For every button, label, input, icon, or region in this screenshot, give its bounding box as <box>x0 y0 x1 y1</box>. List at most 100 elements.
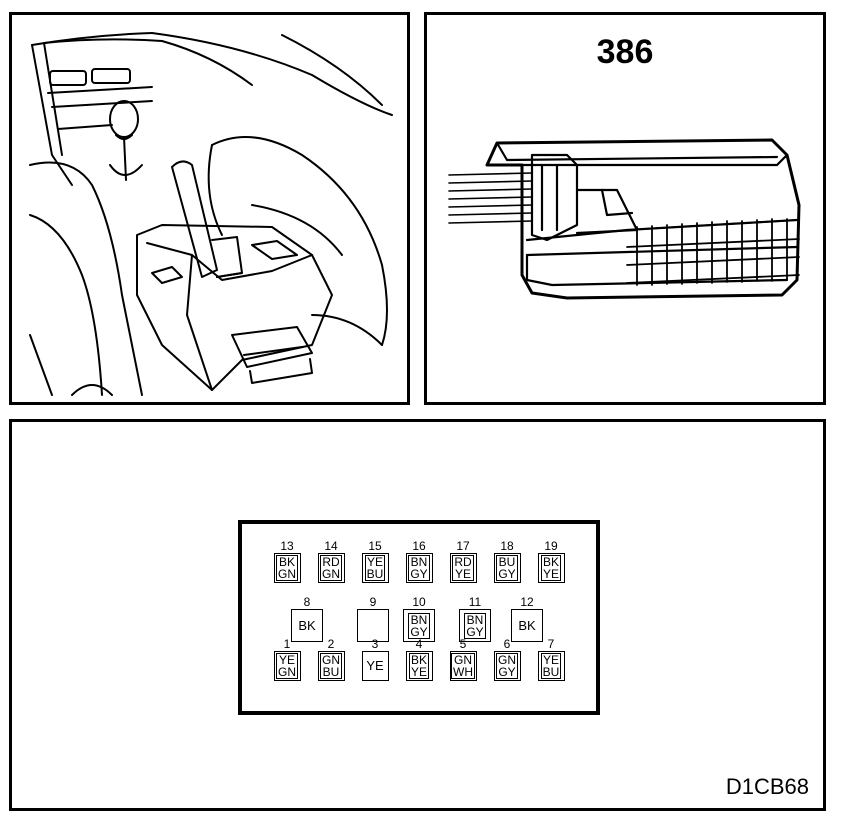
pin-cavity: BK <box>511 609 543 642</box>
wire-color: GN <box>278 665 296 679</box>
wire-color: BU <box>498 555 516 569</box>
wire-color: BN <box>410 555 428 569</box>
pin-number: 14 <box>324 539 338 553</box>
pin-number: 4 <box>415 637 423 651</box>
component-number: 386 <box>596 33 654 71</box>
pin-number: 10 <box>412 595 426 609</box>
wire-color: GY <box>410 567 428 581</box>
pin-cavity <box>357 609 389 642</box>
pin-number: 19 <box>544 539 558 553</box>
pin-number: 2 <box>327 637 335 651</box>
wire-color: GY <box>410 624 428 639</box>
pin-number: 3 <box>371 637 379 651</box>
pin-number: 13 <box>280 539 294 553</box>
wire-color-code: BK <box>517 617 537 633</box>
wire-color: GN <box>322 567 340 581</box>
pin-number: 11 <box>468 595 482 609</box>
pin-number: 16 <box>412 539 426 553</box>
pin-cavity: YE <box>361 651 389 681</box>
wire-color: BK <box>298 617 316 633</box>
wire-color: YE <box>542 567 559 581</box>
connector-view-panel: 386 <box>424 12 826 405</box>
pin-number: 5 <box>459 637 467 651</box>
wire-color: YE <box>278 653 295 667</box>
wire-color: BU <box>542 665 560 679</box>
pin-cavity: BK <box>291 609 323 642</box>
location-view-panel <box>9 12 410 405</box>
wire-color: BK <box>542 555 559 569</box>
wire-color: BK <box>278 555 295 569</box>
wire-color: BN <box>410 612 428 627</box>
wire-color: GY <box>498 567 516 581</box>
wire-color: RD <box>454 555 472 569</box>
wire-bundle <box>448 172 533 224</box>
pin-number: 12 <box>520 595 534 609</box>
wire-color: GN <box>322 653 340 667</box>
wire-color: YE <box>410 665 427 679</box>
pin-number: 17 <box>456 539 470 553</box>
wire-color: YE <box>366 555 383 569</box>
wire-color: WH <box>453 665 473 679</box>
wire-color: BK <box>410 653 427 667</box>
center-console-illustration <box>29 32 393 396</box>
wire-color-code: BK <box>297 617 317 633</box>
wire-color: YE <box>542 653 559 667</box>
wire-color-code: YE <box>365 658 385 673</box>
wire-color: GY <box>498 665 516 679</box>
connector-pin-9: 9 <box>356 596 390 642</box>
wire-color: BN <box>466 612 484 627</box>
connector-386-illustration <box>448 138 801 300</box>
pin-number: 9 <box>369 595 377 609</box>
cavity-grid <box>626 218 800 286</box>
pin-number: 15 <box>368 539 382 553</box>
wire-color: YE <box>454 567 471 581</box>
wire-color: GN <box>454 653 472 667</box>
pin-number: 6 <box>503 637 511 651</box>
wire-color: GN <box>498 653 516 667</box>
wire-color: BK <box>518 617 536 633</box>
wire-color: RD <box>322 555 340 569</box>
wire-color: GY <box>466 624 484 639</box>
pin-number: 1 <box>283 637 291 651</box>
wire-color: GN <box>278 567 296 581</box>
wire-color: YE <box>366 658 384 673</box>
